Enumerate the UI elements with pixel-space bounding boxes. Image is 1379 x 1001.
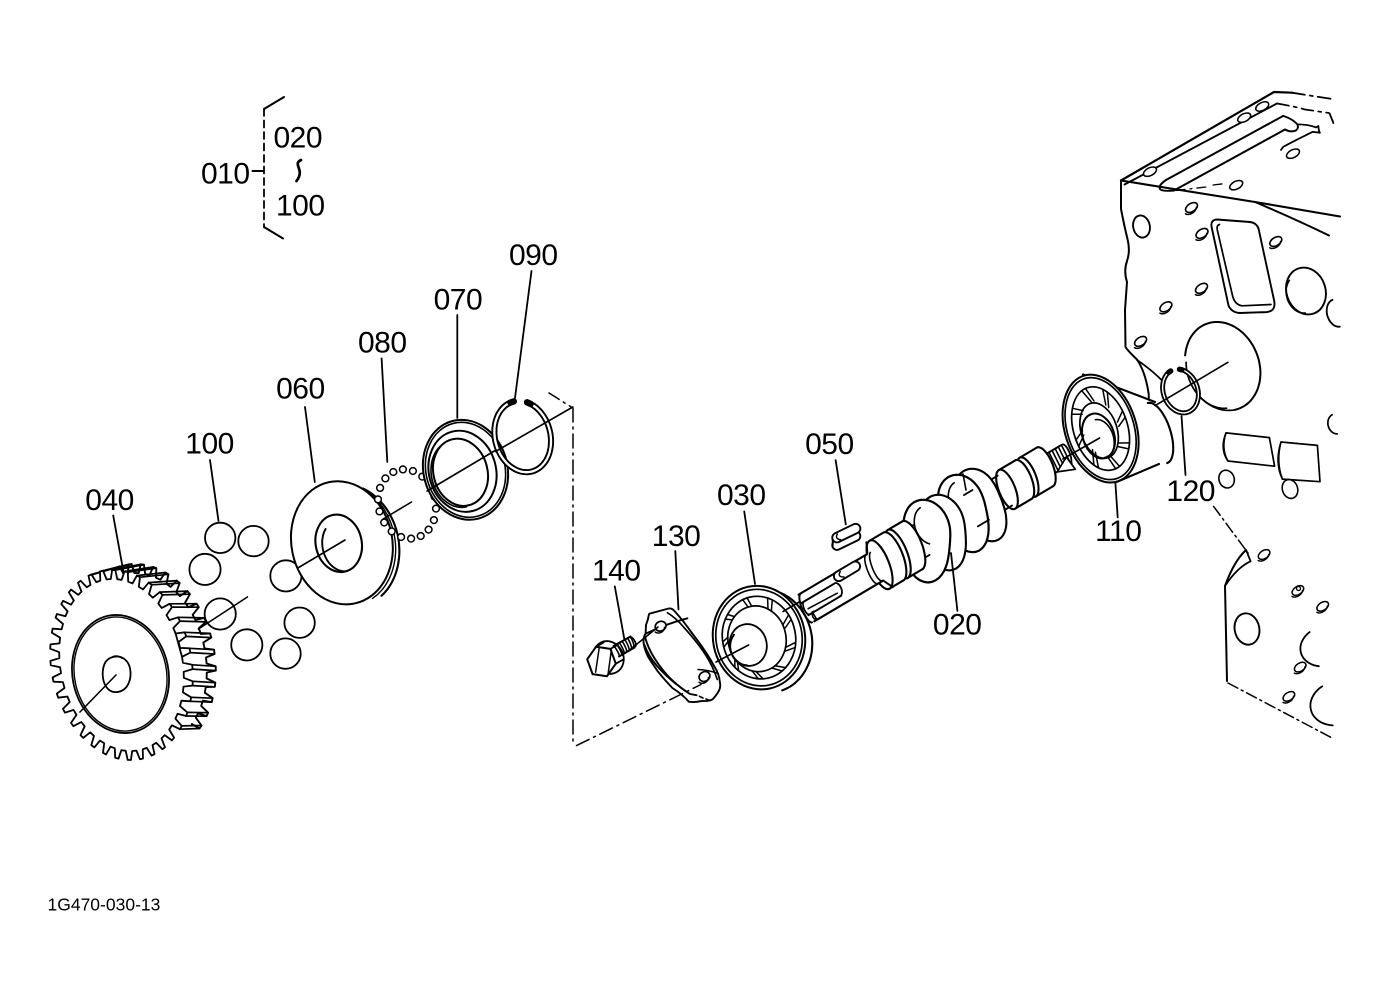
svg-text:130: 130 <box>652 520 701 553</box>
svg-text:100: 100 <box>185 428 234 461</box>
svg-text:080: 080 <box>358 326 407 359</box>
svg-text:1G470-030-13: 1G470-030-13 <box>48 895 161 915</box>
svg-text:040: 040 <box>85 484 134 517</box>
svg-text:100: 100 <box>276 190 325 223</box>
svg-text:120: 120 <box>1166 475 1215 508</box>
svg-text:030: 030 <box>717 479 766 512</box>
svg-text:110: 110 <box>1095 515 1141 548</box>
svg-text:050: 050 <box>805 428 854 461</box>
svg-text:060: 060 <box>276 373 325 406</box>
svg-text:020: 020 <box>274 122 323 155</box>
svg-text:090: 090 <box>509 239 558 272</box>
svg-text:010: 010 <box>201 158 250 191</box>
svg-text:140: 140 <box>592 555 641 588</box>
svg-text:020: 020 <box>933 609 982 642</box>
svg-text:070: 070 <box>434 284 483 317</box>
